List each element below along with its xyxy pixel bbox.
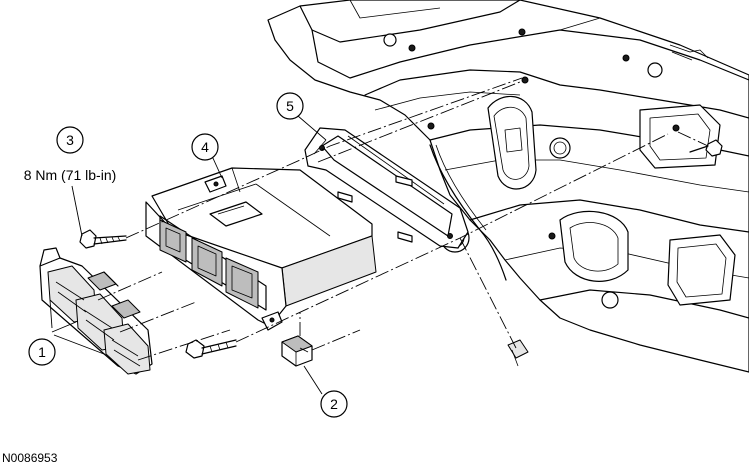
mounting-bracket-frame bbox=[304, 127, 469, 249]
mounting-bolts bbox=[79, 139, 723, 359]
callout-5-label: 5 bbox=[286, 98, 294, 114]
callout-5: 5 bbox=[276, 92, 304, 120]
callout-1: 1 bbox=[28, 338, 56, 366]
callout-2-label: 2 bbox=[330, 396, 338, 412]
callout-leaders bbox=[49, 115, 327, 395]
callout-2: 2 bbox=[320, 390, 348, 418]
figure-id: N0086953 bbox=[2, 451, 58, 465]
sensor-connector bbox=[281, 335, 313, 367]
wiring-harness-connectors bbox=[39, 247, 153, 375]
callout-1-label: 1 bbox=[38, 344, 46, 360]
callout-3-label: 3 bbox=[66, 132, 74, 148]
callout-4-label: 4 bbox=[201, 139, 209, 155]
assembly-lines bbox=[97, 77, 709, 361]
callout-3: 3 bbox=[56, 126, 84, 154]
torque-spec-label: 8 Nm (71 lb-in) bbox=[24, 167, 117, 183]
callout-4: 4 bbox=[191, 133, 219, 161]
vehicle-body-structure bbox=[267, 0, 749, 373]
powertrain-control-module bbox=[145, 167, 377, 331]
